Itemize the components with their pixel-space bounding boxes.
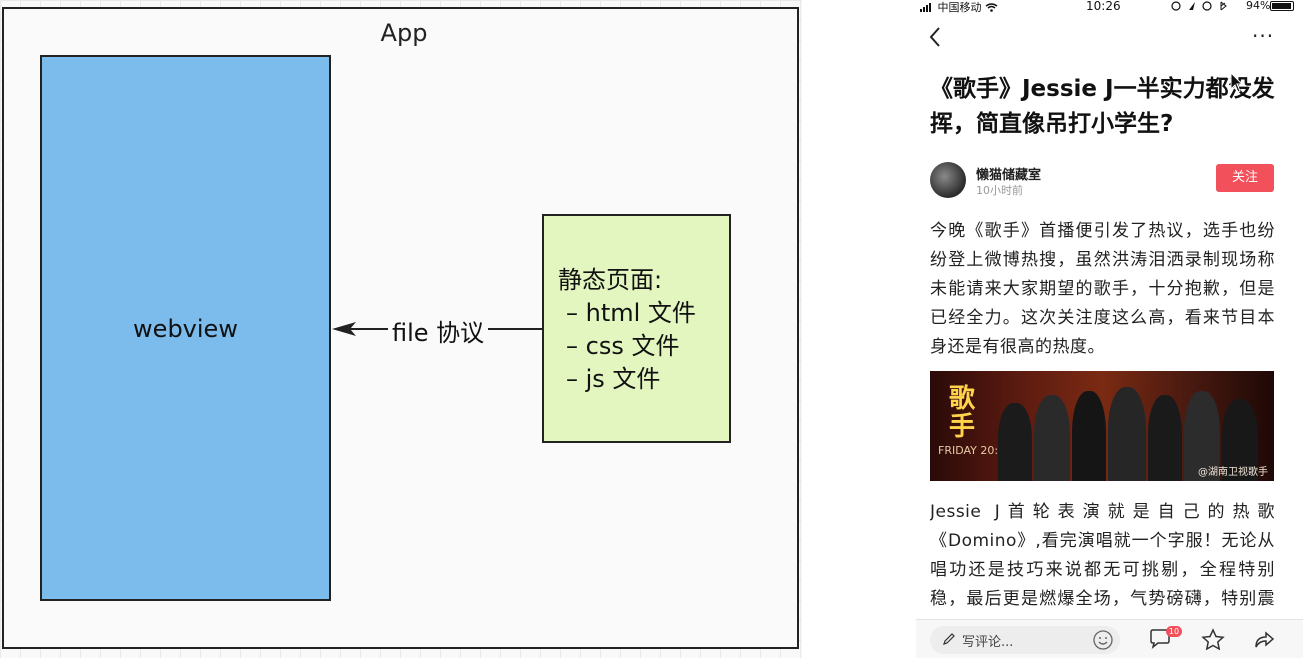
static-file-js: – js 文件 — [566, 365, 661, 393]
share-icon[interactable] — [1252, 628, 1276, 650]
carrier-label: 中国移动 — [920, 0, 998, 15]
webview-label: webview — [133, 315, 238, 343]
singer-figure — [1072, 391, 1106, 481]
nav-bar: ··· — [916, 20, 1303, 56]
author-row: 懒猫储藏室 10小时前 关注 — [930, 160, 1290, 200]
pencil-icon — [943, 633, 955, 645]
star-icon[interactable] — [1201, 628, 1225, 650]
file-protocol-label: file 协议 — [388, 313, 489, 348]
bottom-action-bar: 写评论... 10 — [916, 619, 1303, 658]
article-paragraph: 今晚《歌手》首播便引发了热议，选手也纷纷登上微博热搜，虽然洪涛泪洒录制现场称未能… — [930, 221, 1275, 357]
static-file-css: – css 文件 — [566, 332, 680, 360]
comment-placeholder: 写评论... — [962, 635, 1014, 650]
comment-count-badge: 10 — [1166, 626, 1182, 637]
webview-box: webview — [40, 55, 331, 601]
follow-button[interactable]: 关注 — [1216, 164, 1274, 192]
post-time: 10小时前 — [976, 184, 1023, 197]
avatar[interactable] — [930, 162, 966, 198]
banner-logo: 歌手 — [948, 384, 975, 442]
clock: 10:26 — [1086, 0, 1121, 13]
wifi-icon — [985, 3, 998, 12]
singer-figure — [1148, 395, 1182, 481]
banner-date: FRIDAY 20:00 — [938, 444, 1013, 457]
singer-figure — [1108, 387, 1146, 481]
singer-figure — [1034, 395, 1070, 481]
mouse-cursor-icon — [1230, 72, 1244, 93]
author-name[interactable]: 懒猫储藏室 — [976, 168, 1042, 183]
signal-icon — [920, 3, 931, 12]
static-pages-title: 静态页面: — [558, 266, 663, 294]
app-label: App — [380, 19, 428, 47]
battery-icon — [1270, 1, 1294, 11]
singer-figure — [1222, 399, 1258, 481]
singer-figure — [1184, 391, 1220, 481]
static-file-html: – html 文件 — [566, 299, 696, 327]
more-options-icon[interactable]: ··· — [1252, 24, 1275, 48]
static-files-list: – html 文件 – css 文件 – js 文件 — [558, 297, 729, 396]
status-icons — [1171, 1, 1227, 11]
emoji-icon[interactable] — [1092, 629, 1114, 651]
status-bar: 中国移动 10:26 94% — [916, 0, 1303, 14]
comment-input[interactable]: 写评论... — [930, 626, 1120, 654]
article-banner-image: 歌手 FRIDAY 20:00 @湖南卫视歌手 — [930, 371, 1274, 481]
battery-percent: 94% — [1246, 0, 1271, 12]
comment-icon[interactable] — [1148, 628, 1172, 650]
back-arrow-icon[interactable] — [928, 26, 942, 48]
article-title: 《歌手》Jessie J一半实力都没发挥，简直像吊打小学生? — [930, 76, 1275, 137]
article-paragraph: Jessie J首轮表演就是自己的热歌《Domino》,看完演唱就一个字服！无论… — [930, 502, 1275, 609]
banner-watermark: @湖南卫视歌手 — [1198, 467, 1268, 478]
phone-screen: 中国移动 10:26 94% ··· 《歌手》Jessie J一半实力都没发挥，… — [916, 0, 1303, 658]
singer-figure — [998, 403, 1032, 481]
static-pages-box: 静态页面: – html 文件 – css 文件 – js 文件 — [542, 214, 731, 443]
architecture-diagram: App webview file 协议 静态页面: – html 文件 – cs… — [0, 0, 802, 658]
